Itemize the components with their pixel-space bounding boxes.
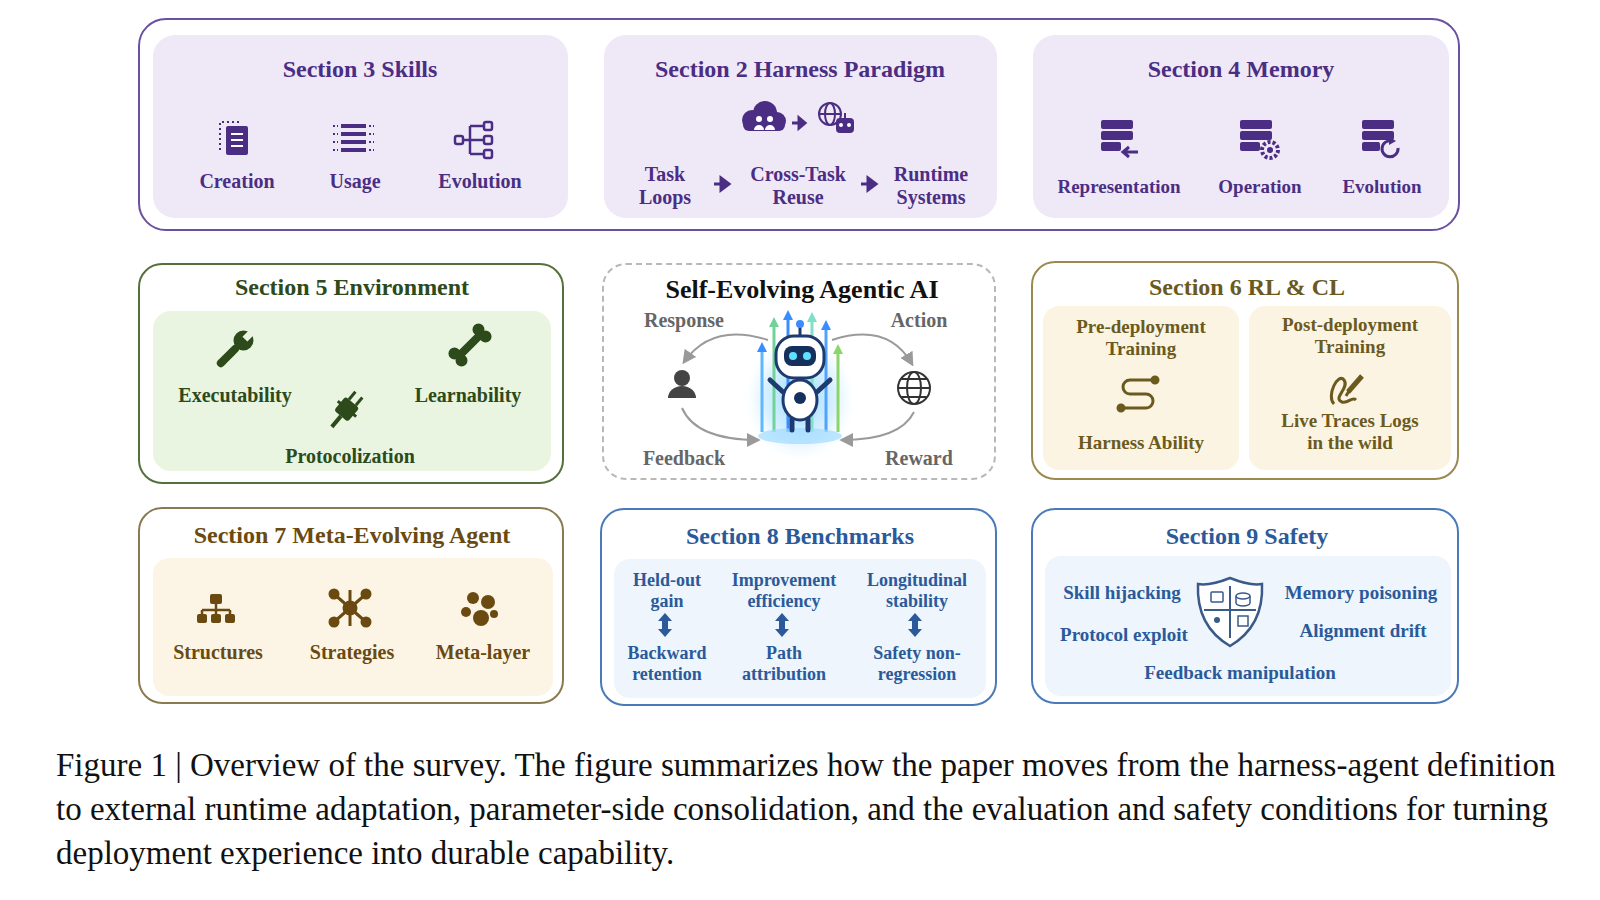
item-panel: Held-out gainImprovement efficiencyLongi… [614,559,986,698]
signature-pen-icon [1331,376,1362,404]
item-label: Path attribution [728,643,840,684]
item-label: Safety non-regression [846,643,988,684]
item-label: Pre-deployment Training [1059,316,1224,360]
item-label: Evolution [1322,176,1442,198]
globe-robot-icon [819,103,854,133]
section-box: Section 9 SafetySkill hijacking Memory po… [1031,508,1459,704]
item-label: Alignment drift [1283,620,1443,642]
item-label: Protocol exploit [1044,624,1204,646]
cycle-arrows [682,334,914,440]
item-panel: Structures Strategies Meta-layer [153,558,553,696]
section-title: Section 8 Benchmarks [610,523,990,551]
item-label: Reward [864,447,974,470]
section-box: Section 6 RL & CL Pre-deployment Training… [1031,261,1459,480]
section-box: Section 7 Meta-Evolving AgentStructuresS… [138,507,564,704]
item-label: Longitudinal stability [851,570,983,611]
section-title: Section 4 Memory [1046,56,1436,84]
creation-icon [220,122,248,155]
section-box: Section 3 SkillsCreationUsageEvolution [153,35,568,218]
section-box: Section 5 EnvironmentExecutability Learna… [138,263,564,484]
item-label: Action [864,309,974,332]
user-icon [668,370,696,398]
flow-arrow [714,178,729,190]
section-title: Section 3 Skills [165,56,555,84]
item-label: Operation [1200,176,1320,198]
item-label: Runtime Systems [881,163,981,209]
item-label: Live Traces Logs in the wild [1275,410,1425,454]
memory-stack-icon [1101,120,1138,157]
item-label: Usage [295,170,415,193]
section-box: Section 8 BenchmarksHeld-out gainImprove… [600,508,997,706]
section-title: Section 7 Meta-Evolving Agent [147,522,557,550]
evolution-tree-icon [455,122,492,158]
item-label: Skill hijacking [1047,582,1197,604]
item-label: Task Loops [629,163,701,209]
cloud-people-icon [742,101,786,131]
shield-icon [1198,578,1262,646]
usage-icon [333,126,374,150]
item-label: Improvement efficiency [718,570,850,611]
section-title: Section 9 Safety [1047,523,1447,551]
world-icon [898,372,930,404]
item-label: Harness Ability [1049,432,1234,454]
section-box: Section 2 Harness ParadigmTask Loops Cros… [604,35,997,218]
training-path-icon [1118,377,1158,411]
item-label: Meta-layer [421,641,546,664]
memory-gear-icon [1240,120,1278,158]
memory-refresh-icon [1362,120,1398,157]
figure-caption: Figure 1 | Overview of the survey. The f… [56,744,1556,876]
structure-icon [197,594,235,623]
section-title: Section 6 RL & CL [1047,274,1447,302]
item-label: Structures [156,641,281,664]
item-label: Feedback [624,447,744,470]
item-label: Response [624,309,744,332]
item-panel: Skill hijacking Memory poisoningProtocol … [1045,556,1451,696]
section-box: Section 4 MemoryRepresentationOperationE… [1033,35,1449,218]
section-title: Self-Evolving Agentic AI [612,275,992,305]
item-label: Cross-Task Reuse [733,163,863,209]
item-panel: Executability LearnabilityProtocolization [153,311,551,471]
item-label: Memory poisoning [1271,582,1451,604]
core-box: Self-Evolving Agentic AI Response ActionFe… [602,263,996,480]
item-label: Learnability [388,384,548,407]
meta-layer-icon [461,592,498,626]
item-label: Evolution [405,170,555,193]
pair-arrows [658,613,922,637]
item-panel: Post-deployment TrainingLive Traces Logs… [1249,306,1451,470]
item-label: Protocolization [255,445,445,468]
item-label: Executability [155,384,315,407]
section-title: Section 2 Harness Paradigm [610,56,990,84]
item-label: Backward retention [617,643,717,684]
wrench-icon [211,324,260,373]
item-label: Held-out gain [617,570,717,611]
agent-illustration [742,310,858,458]
item-label: Creation [162,170,312,193]
item-label: Feedback manipulation [1120,662,1360,684]
flow-arrow [792,118,805,128]
section-title: Section 5 Environment [152,274,552,302]
strategy-network-icon [330,590,370,626]
item-panel: Pre-deployment TrainingHarness Ability [1043,306,1239,470]
group-frame: Section 3 SkillsCreationUsageEvolutionSe… [138,18,1460,231]
item-label: Post-deployment Training [1265,314,1435,358]
item-label: Strategies [290,641,415,664]
item-label: Representation [1039,176,1199,198]
flow-arrow [861,178,876,190]
bone-icon [446,321,494,369]
plug-icon [323,387,368,435]
